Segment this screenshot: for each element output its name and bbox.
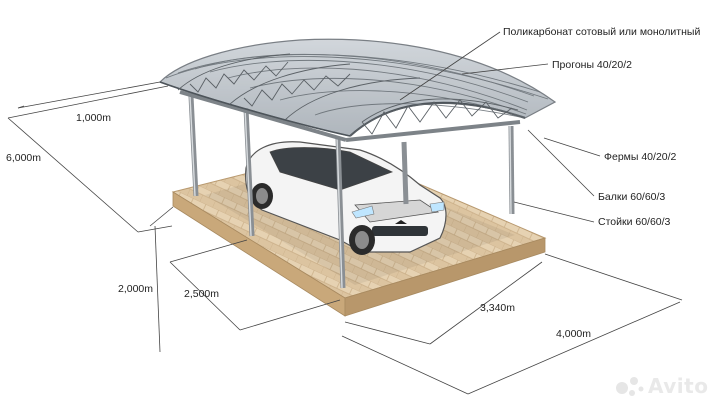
callout-covering: Поликарбонат сотовый или монолитный xyxy=(503,26,701,38)
callout-trusses: Фермы 40/20/2 xyxy=(604,151,677,163)
dim-post-spacing: 2,500m xyxy=(184,288,220,300)
posts xyxy=(188,95,515,289)
dim-length: 6,000m xyxy=(6,152,42,164)
callout-purlins: Прогоны 40/20/2 xyxy=(552,59,632,71)
callout-beams: Балки 60/60/3 xyxy=(598,191,666,203)
dim-overhang: 1,000m xyxy=(76,112,112,124)
trusses xyxy=(177,53,526,137)
dimension-lines xyxy=(7,81,683,395)
car-illustration xyxy=(245,141,447,255)
dim-inner-width: 3,340m xyxy=(480,302,516,314)
purlins xyxy=(165,53,549,119)
callout-posts: Стойки 60/60/3 xyxy=(598,216,671,228)
beams xyxy=(179,90,521,142)
roof xyxy=(158,38,557,137)
avito-logo-icon xyxy=(616,377,644,396)
avito-watermark: Avito xyxy=(648,374,709,398)
dim-total-width: 4,000m xyxy=(556,328,592,340)
dim-height: 2,000m xyxy=(118,283,154,295)
callout-leaders xyxy=(399,31,601,223)
